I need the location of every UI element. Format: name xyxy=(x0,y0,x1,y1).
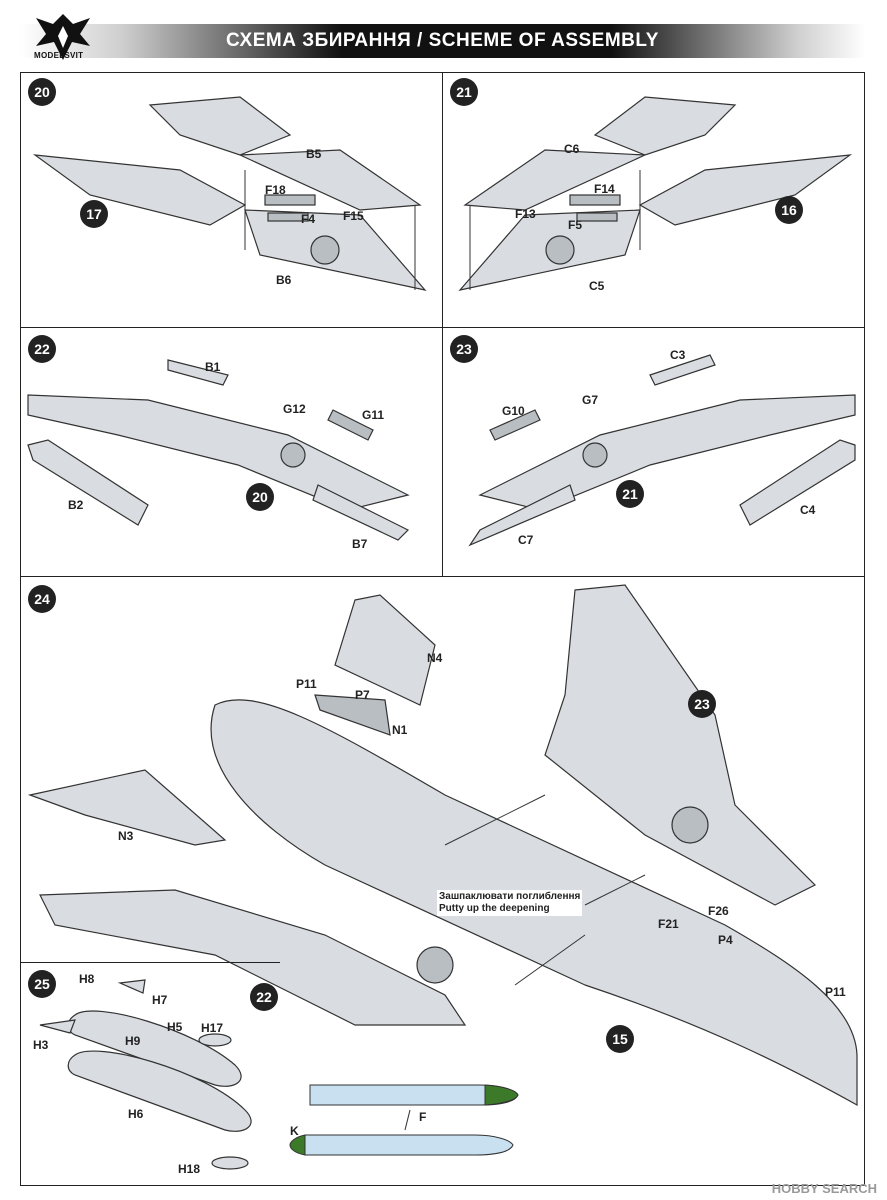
part-label-c7: C7 xyxy=(518,533,534,547)
brand-label: MODELSVIT xyxy=(34,51,84,60)
step-24-panel xyxy=(20,576,865,1186)
part-label-n1: N1 xyxy=(392,723,408,737)
part-label-n4: N4 xyxy=(427,651,443,665)
part-label-f4: F4 xyxy=(301,212,316,226)
part-label-p7: P7 xyxy=(355,688,370,702)
step-20-wing-drawing xyxy=(32,96,427,291)
part-label-b1: B1 xyxy=(205,360,221,374)
part-label-c6: C6 xyxy=(564,142,580,156)
part-label-b6: B6 xyxy=(276,273,292,287)
part-label-c3: C3 xyxy=(670,348,686,362)
step-23-wing-drawing xyxy=(468,354,856,547)
ref-step-20: 20 xyxy=(246,483,274,511)
part-label-b7: B7 xyxy=(352,537,368,551)
part-label-b2: B2 xyxy=(68,498,84,512)
ref-step-16: 16 xyxy=(775,196,803,224)
part-label-h7: H7 xyxy=(152,993,168,1007)
part-label-g7: G7 xyxy=(582,393,599,407)
modelsvit-logo xyxy=(36,14,90,60)
step-21-wing-drawing xyxy=(458,96,853,291)
step-number-21: 21 xyxy=(450,78,478,106)
part-label-h18: H18 xyxy=(178,1162,201,1176)
part-label-g10: G10 xyxy=(502,404,525,418)
part-label-h9: H9 xyxy=(125,1034,141,1048)
part-label-f18: F18 xyxy=(265,183,286,197)
inset-label-f: F xyxy=(419,1110,427,1124)
part-label-n3: N3 xyxy=(118,829,134,843)
ref-step-22: 22 xyxy=(250,983,278,1011)
step-25-pod-drawing xyxy=(39,979,252,1170)
part-label-f13: F13 xyxy=(515,207,536,221)
ref-step-15: 15 xyxy=(606,1025,634,1053)
part-label-c4: C4 xyxy=(800,503,816,517)
putty-note: Зашпаклювати поглиблення Putty up the de… xyxy=(437,890,583,916)
putty-note-en: Putty up the deepening xyxy=(439,903,550,914)
part-label-h8: H8 xyxy=(79,972,95,986)
part-label-c5: C5 xyxy=(589,279,605,293)
part-label-g12: G12 xyxy=(283,402,306,416)
part-label-b5: B5 xyxy=(306,147,322,161)
part-label-g11: G11 xyxy=(362,408,385,422)
ref-step-21: 21 xyxy=(616,480,644,508)
part-label-p4: P4 xyxy=(718,933,733,947)
step-number-23: 23 xyxy=(450,335,478,363)
part-label-f5: F5 xyxy=(568,218,583,232)
putty-note-ua: Зашпаклювати поглиблення xyxy=(439,891,581,902)
inset-label-k: K xyxy=(290,1124,299,1138)
page-title: СХЕМА ЗБИРАННЯ / SCHEME OF ASSEMBLY xyxy=(226,30,659,51)
step-25-panel xyxy=(20,962,280,1186)
part-label-h6: H6 xyxy=(128,1107,144,1121)
step-number-25: 25 xyxy=(28,970,56,998)
step-number-24: 24 xyxy=(28,585,56,613)
ref-step-23: 23 xyxy=(688,690,716,718)
ref-step-17: 17 xyxy=(80,200,108,228)
part-label-f15: F15 xyxy=(343,209,364,223)
part-label-f21: F21 xyxy=(658,917,679,931)
step-22-wing-drawing xyxy=(27,359,410,541)
step-number-20: 20 xyxy=(28,78,56,106)
part-label-p11-nose: P11 xyxy=(825,985,846,999)
part-label-h17: H17 xyxy=(201,1021,224,1035)
watermark: HOBBY SEARCH xyxy=(771,1181,877,1196)
header-banner: СХЕМА ЗБИРАННЯ / SCHEME OF ASSEMBLY xyxy=(20,24,865,58)
step-number-22: 22 xyxy=(28,335,56,363)
part-label-p11-top: P11 xyxy=(296,677,317,691)
missile-color-inset xyxy=(289,1084,519,1156)
part-label-h3: H3 xyxy=(33,1038,49,1052)
part-label-h5: H5 xyxy=(167,1020,183,1034)
part-label-f14: F14 xyxy=(594,182,615,196)
part-label-f26: F26 xyxy=(708,904,729,918)
